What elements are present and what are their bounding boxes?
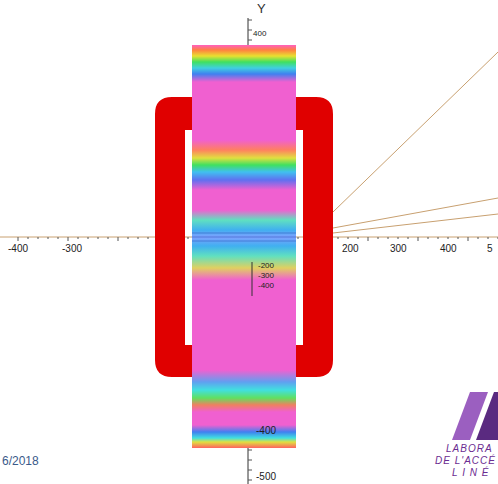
- logo-text: L I N É: [452, 467, 489, 478]
- tick-label: 400: [440, 243, 457, 254]
- tick-label: 200: [342, 243, 359, 254]
- field-map-band: [192, 45, 296, 448]
- scale-label: -300: [258, 272, 274, 281]
- grid-line: [192, 233, 296, 234]
- tick-label: 5: [487, 243, 493, 254]
- grid-line: [192, 241, 296, 242]
- grid-line: [192, 237, 296, 238]
- projection-line: [333, 214, 498, 233]
- tick-label: 400: [253, 30, 266, 39]
- logo-text: LABORA: [446, 443, 493, 454]
- scale-bar: [252, 262, 253, 296]
- scale-label: -400: [258, 282, 274, 291]
- tick-label: 300: [390, 243, 407, 254]
- tick-label: -300: [62, 243, 82, 254]
- tick-label: -500: [256, 471, 276, 482]
- date-text: 6/2018: [2, 455, 39, 468]
- logo-text: DE L'ACCÉ: [435, 455, 496, 466]
- magnet-yoke: [290, 97, 333, 377]
- projection-line: [333, 52, 498, 212]
- logo-shape: [476, 392, 498, 440]
- tick-label: -400: [8, 243, 28, 254]
- scale-label: -200: [258, 262, 274, 271]
- tick-label: -400: [256, 425, 276, 436]
- axis-title: Y: [257, 2, 266, 16]
